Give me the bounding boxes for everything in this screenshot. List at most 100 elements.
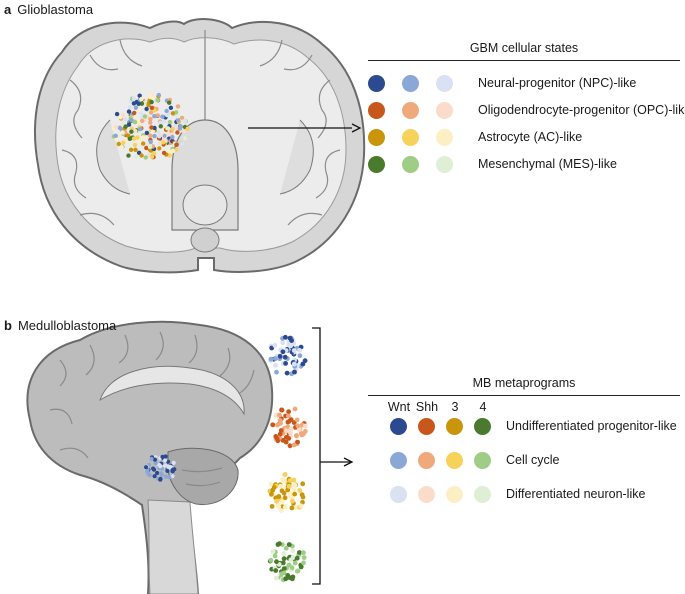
- gbm-state-dot: [402, 156, 419, 173]
- cluster-cell-dot: [294, 555, 300, 561]
- cluster-cell-dot: [292, 560, 298, 566]
- gbm-state-dot: [368, 129, 385, 146]
- cluster-cell-dot: [294, 417, 300, 423]
- cluster-cell-dot: [286, 575, 292, 580]
- cluster-cell-dot: [288, 426, 294, 432]
- tumor-cell-dot: [144, 469, 150, 474]
- tumor-cell-dot: [155, 470, 160, 476]
- tumor-cell-dot: [132, 119, 138, 125]
- cluster-cell-dot: [285, 487, 291, 493]
- mb-metaprogram-dot: [446, 452, 463, 469]
- tumor-cell-dot: [157, 134, 162, 139]
- tumor-cell-dot: [165, 131, 171, 137]
- tumor-cell-dot: [143, 100, 148, 105]
- cluster-cell-dot: [281, 478, 287, 484]
- gbm-state-dot: [436, 129, 453, 146]
- tumor-cell-dot: [129, 129, 134, 134]
- cluster-cell-dot: [283, 361, 288, 366]
- cluster-cell-dot: [280, 340, 286, 346]
- tumor-cell-dot: [139, 101, 145, 106]
- tumor-cell-dot: [144, 145, 149, 151]
- cluster-cell-dot: [273, 362, 278, 368]
- tumor-cell-dot: [137, 139, 142, 144]
- tumor-cell-dot: [156, 92, 161, 98]
- coronal-brain-illustration: [34, 18, 366, 274]
- tumor-cell-dot: [167, 119, 173, 125]
- cluster-cell-dot: [281, 570, 287, 576]
- cluster-cell-dot: [272, 343, 278, 348]
- mb-metaprogram-dot: [446, 486, 463, 503]
- gbm-state-dot: [368, 102, 385, 119]
- gbm-state-dot: [436, 156, 453, 173]
- tumor-cell-dot: [182, 136, 188, 141]
- cluster-cell-dot: [300, 361, 306, 367]
- gbm-state-label: Astrocyte (AC)-like: [478, 130, 583, 144]
- cluster-cell-dot: [297, 347, 302, 353]
- tumor-cell-dot: [163, 474, 168, 479]
- cluster-cell-dot: [298, 503, 304, 509]
- mb-metaprogram-dot: [390, 452, 407, 469]
- tumor-cell-dot: [127, 104, 133, 110]
- tumor-cell-dot: [148, 120, 153, 125]
- gbm-state-dot: [402, 102, 419, 119]
- mb-subgroup-header: Shh: [415, 400, 439, 414]
- tumor-cell-dot: [144, 106, 149, 112]
- cluster-cell-dot: [286, 562, 292, 568]
- tumor-cell-dot: [164, 108, 169, 114]
- tumor-cell-dot: [175, 130, 180, 135]
- tumor-cell-dot: [117, 125, 123, 130]
- cluster-cell-dot: [290, 548, 296, 554]
- cluster-cell-dot: [273, 356, 278, 361]
- gbm-state-dot: [368, 75, 385, 92]
- tumor-cell-dot: [167, 464, 173, 469]
- cluster-cell-dot: [272, 553, 278, 559]
- tumor-cell-dot: [139, 118, 145, 124]
- cluster-cell-dot: [279, 407, 285, 413]
- panel-b-title: Medulloblastoma: [17, 318, 117, 333]
- cluster-cell-dot: [277, 541, 282, 547]
- panel-a-letter: a: [4, 2, 12, 17]
- mb-metaprogram-dot: [446, 418, 463, 435]
- cluster-cell-dot: [297, 550, 302, 555]
- cluster-cell-dot: [288, 557, 294, 563]
- cluster-cell-dot: [291, 348, 297, 353]
- cluster-cell-dot: [289, 565, 295, 571]
- mb-metaprogram-dot: [418, 486, 435, 503]
- tumor-cell-dot: [185, 126, 190, 131]
- cluster-cell-dot: [277, 412, 282, 418]
- cluster-cell-dot: [295, 439, 300, 445]
- tumor-cell-dot: [152, 474, 157, 479]
- tumor-cell-dot: [158, 464, 163, 469]
- cluster-cell-dot: [288, 343, 294, 349]
- mb-metaprogram-dot: [474, 418, 491, 435]
- gbm-state-dot: [436, 102, 453, 119]
- tumor-cell-dot: [171, 460, 176, 465]
- tumor-cell-dot: [157, 146, 162, 151]
- cluster-cell-dot: [286, 409, 291, 415]
- cluster-cell-dot: [273, 575, 279, 581]
- mb-metaprogram-dot: [418, 452, 435, 469]
- tumor-cell-dot: [161, 119, 166, 124]
- tumor-cell-dot: [137, 107, 142, 113]
- tumor-cell-dot: [126, 122, 132, 127]
- tumor-cell-dot: [120, 120, 126, 126]
- tumor-cell-dot: [135, 135, 140, 140]
- cluster-cell-dot: [291, 477, 297, 483]
- tumor-cell-dot: [136, 101, 141, 107]
- cluster-cell-dot: [273, 434, 279, 439]
- tumor-cell-dot: [133, 147, 138, 152]
- cluster-cell-dot: [289, 505, 295, 511]
- cluster-cell-dot: [281, 566, 287, 571]
- tumor-cell-dot: [177, 126, 183, 131]
- tumor-cell-dot: [139, 153, 144, 158]
- tumor-cell-dot: [149, 125, 154, 130]
- sagittal-brain-illustration: [26, 320, 274, 594]
- cluster-cell-dot: [283, 545, 289, 551]
- gbm-legend-rule: [368, 60, 680, 61]
- cluster-cell-dot: [286, 542, 292, 547]
- cluster-cell-dot: [290, 498, 295, 504]
- cluster-cell-dot: [286, 413, 291, 419]
- mb-metaprogram-label: Differentiated neuron-like: [506, 487, 646, 501]
- cluster-cell-dot: [288, 494, 294, 500]
- tumor-cell-dot: [142, 114, 148, 119]
